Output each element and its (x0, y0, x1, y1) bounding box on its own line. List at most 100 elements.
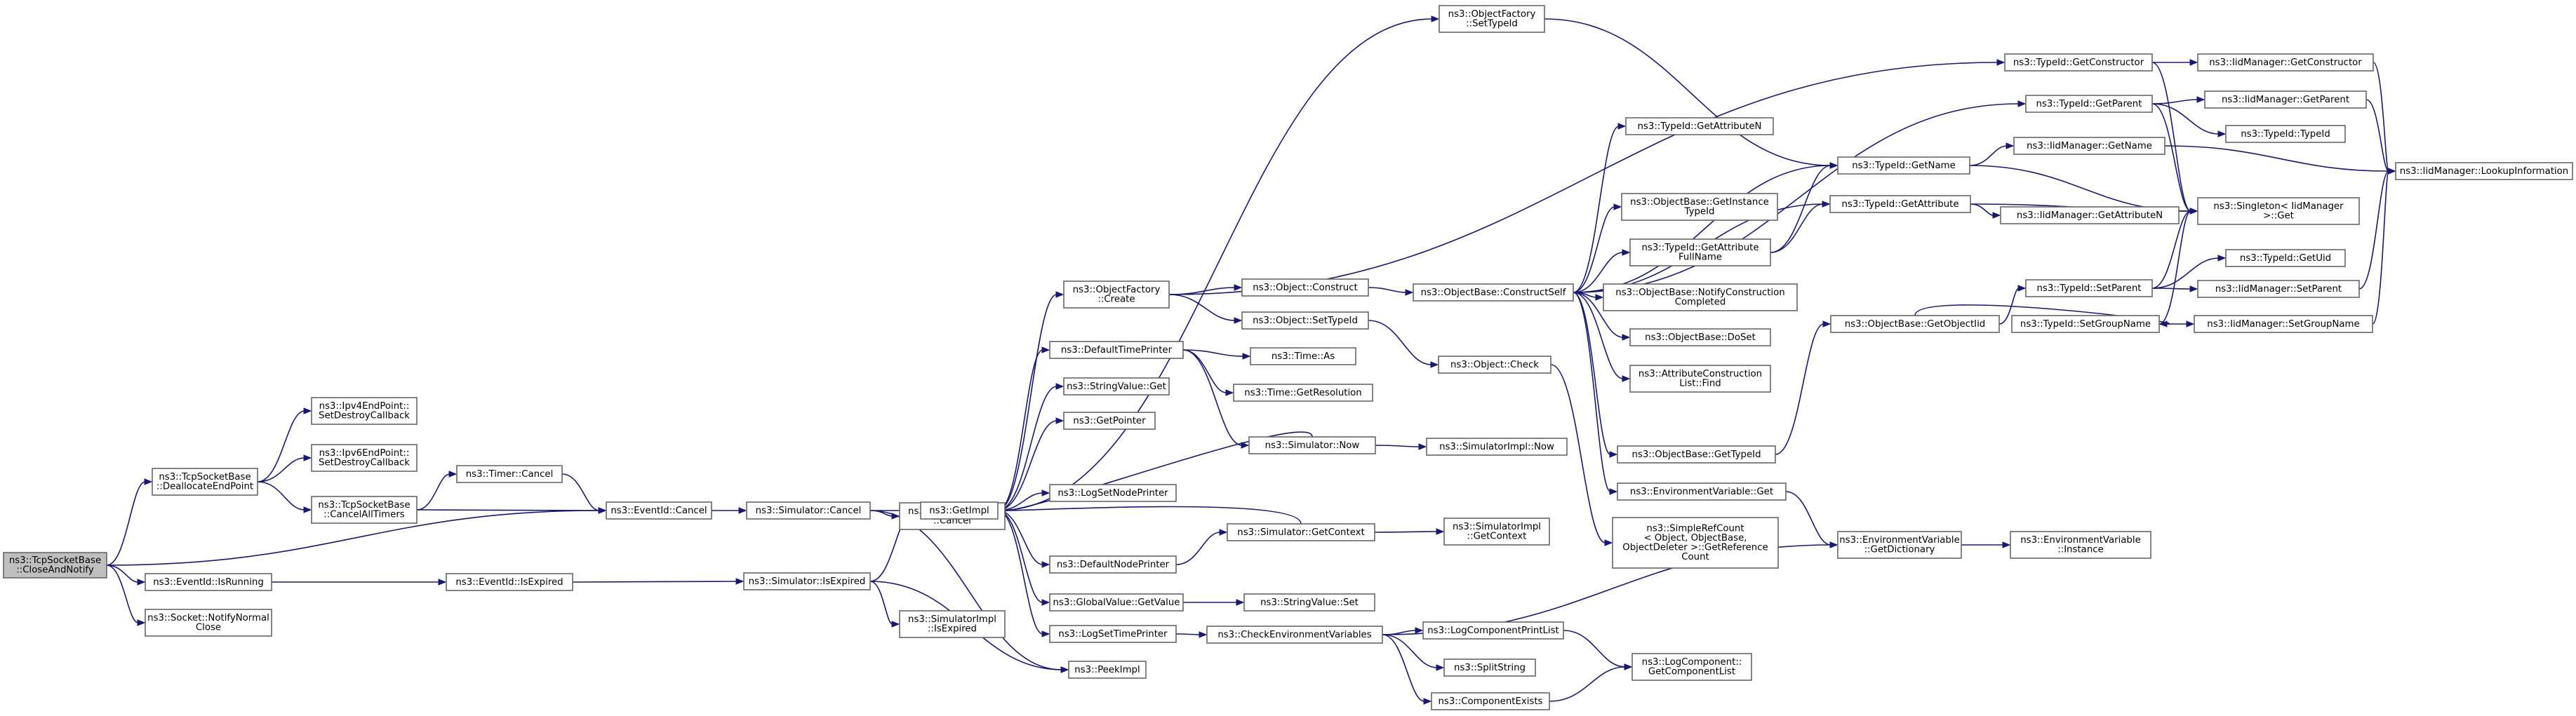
node-objcheck[interactable]: ns3::Object::Check (1438, 356, 1551, 374)
node-box[interactable] (1227, 523, 1375, 541)
node-root[interactable]: ns3::TcpSocketBase::CloseAndNotify (3, 552, 107, 579)
node-deftimeprinter[interactable]: ns3::DefaultTimePrinter (1049, 341, 1184, 359)
node-ofcreate[interactable]: ns3::ObjectFactory::Create (1063, 281, 1170, 309)
node-checkenv[interactable]: ns3::CheckEnvironmentVariables (1206, 626, 1383, 644)
node-box[interactable] (1063, 377, 1170, 396)
node-envget[interactable]: ns3::EnvironmentVariable::Get (1617, 482, 1787, 501)
node-getimpl[interactable]: ns3::GetImpl (920, 501, 999, 520)
node-iidlookup[interactable]: ns3::IidManager::LookupInformation (2395, 162, 2573, 180)
node-box[interactable] (311, 444, 418, 472)
node-logcompgetlist[interactable]: ns3::LogComponent::GetComponentList (1631, 653, 1752, 681)
node-ipv4cb[interactable]: ns3::Ipv4EndPoint::SetDestroyCallback (311, 397, 418, 425)
node-logsettime[interactable]: ns3::LogSetTimePrinter (1049, 625, 1177, 643)
node-box[interactable] (145, 609, 272, 637)
node-box[interactable] (1413, 283, 1574, 302)
node-simcancel[interactable]: ns3::Simulator::Cancel (746, 501, 871, 520)
node-box[interactable] (2204, 90, 2367, 109)
node-box[interactable] (1439, 5, 1545, 33)
node-box[interactable] (2197, 280, 2360, 298)
node-box[interactable] (1625, 117, 1774, 135)
node-box[interactable] (1049, 341, 1184, 359)
node-timercancel[interactable]: ns3::Timer::Cancel (456, 465, 563, 483)
node-eventcancel[interactable]: ns3::EventId::Cancel (606, 501, 712, 520)
node-box[interactable] (1068, 661, 1147, 679)
node-box[interactable] (1830, 315, 2000, 333)
node-box[interactable] (920, 501, 999, 520)
node-box[interactable] (1049, 625, 1177, 643)
node-box[interactable] (1837, 531, 1962, 559)
node-box[interactable] (1621, 193, 1778, 221)
node-box[interactable] (1241, 311, 1369, 330)
node-box[interactable] (746, 501, 871, 520)
node-getpointer[interactable]: ns3::GetPointer (1063, 412, 1156, 430)
node-box[interactable] (2000, 206, 2180, 224)
node-peekimpl[interactable]: ns3::PeekImpl (1068, 661, 1147, 679)
node-box[interactable] (2197, 53, 2374, 72)
node-constructself[interactable]: ns3::ObjectBase::ConstructSelf (1413, 283, 1574, 302)
node-box[interactable] (311, 397, 418, 425)
node-box[interactable] (1829, 195, 1971, 213)
node-objsettypeid[interactable]: ns3::Object::SetTypeId (1241, 311, 1369, 330)
node-box[interactable] (899, 610, 1006, 638)
node-globalvalue[interactable]: ns3::GlobalValue::GetValue (1049, 593, 1184, 612)
node-typeidgetuid[interactable]: ns3::TypeId::GetUid (2225, 249, 2346, 267)
node-iidsetparent[interactable]: ns3::IidManager::SetParent (2197, 280, 2360, 298)
node-box[interactable] (2013, 137, 2165, 155)
node-splitstring[interactable]: ns3::SplitString (1443, 658, 1536, 677)
node-logsetnode[interactable]: ns3::LogSetNodePrinter (1049, 484, 1177, 502)
node-box[interactable] (1426, 438, 1568, 456)
node-envinstance[interactable]: ns3::EnvironmentVariable::Instance (2010, 531, 2151, 559)
node-iidgetattrn[interactable]: ns3::IidManager::GetAttributeN (2000, 206, 2180, 224)
node-simimplnow[interactable]: ns3::SimulatorImpl::Now (1426, 438, 1568, 456)
node-box[interactable] (1233, 384, 1373, 402)
node-box[interactable] (1617, 482, 1787, 501)
node-box[interactable] (2011, 315, 2160, 333)
node-stringvalueset[interactable]: ns3::StringValue::Set (1243, 593, 1375, 612)
node-box[interactable] (2025, 95, 2153, 113)
node-box[interactable] (446, 573, 573, 591)
node-box[interactable] (2225, 249, 2346, 267)
node-box[interactable] (145, 573, 272, 591)
node-box[interactable] (1431, 692, 1550, 710)
node-singleton[interactable]: ns3::Singleton< IidManager>::Get (2197, 197, 2360, 225)
node-box[interactable] (1422, 621, 1564, 640)
node-box[interactable] (1063, 281, 1170, 309)
node-box[interactable] (2025, 279, 2153, 297)
node-obgetobjectiid[interactable]: ns3::ObjectBase::GetObjectIid (1830, 315, 2000, 333)
node-box[interactable] (1243, 593, 1375, 612)
node-box[interactable] (311, 496, 418, 524)
node-box[interactable] (152, 468, 258, 496)
node-simgetcontext[interactable]: ns3::Simulator::GetContext (1227, 523, 1375, 541)
node-ipv6cb[interactable]: ns3::Ipv6EndPoint::SetDestroyCallback (311, 444, 418, 472)
node-typeidgetattr[interactable]: ns3::TypeId::GetAttribute (1829, 195, 1971, 213)
node-setTypeId[interactable]: ns3::ObjectFactory::SetTypeId (1439, 5, 1545, 33)
node-box[interactable] (1837, 156, 1970, 175)
node-dealloc[interactable]: ns3::TcpSocketBase::DeallocateEndPoint (152, 468, 258, 496)
node-box[interactable] (1241, 278, 1369, 297)
node-box[interactable] (1629, 328, 1771, 346)
node-box[interactable] (3, 552, 107, 579)
node-isrunning[interactable]: ns3::EventId::IsRunning (145, 573, 272, 591)
node-box[interactable] (1206, 626, 1383, 644)
node-compexists[interactable]: ns3::ComponentExists (1431, 692, 1550, 710)
node-box[interactable] (1250, 347, 1356, 365)
node-objconstruct[interactable]: ns3::Object::Construct (1241, 278, 1369, 297)
node-typeidgetparent[interactable]: ns3::TypeId::GetParent (2025, 95, 2153, 113)
node-box[interactable] (2194, 315, 2373, 333)
node-simisexpired[interactable]: ns3::Simulator::IsExpired (743, 572, 871, 590)
node-box[interactable] (2225, 125, 2346, 143)
node-box[interactable] (606, 501, 712, 520)
node-box[interactable] (1443, 518, 1550, 546)
node-box[interactable] (2010, 531, 2151, 559)
node-box[interactable] (1049, 593, 1184, 612)
node-simplerefcount[interactable]: ns3::SimpleRefCount< Object, ObjectBase,… (1612, 517, 1779, 569)
node-box[interactable] (2197, 197, 2360, 225)
node-box[interactable] (2395, 162, 2573, 180)
node-iidgetname[interactable]: ns3::IidManager::GetName (2013, 137, 2165, 155)
node-box[interactable] (1629, 238, 1771, 266)
node-timeas[interactable]: ns3::Time::As (1250, 347, 1356, 365)
node-box[interactable] (743, 572, 871, 590)
